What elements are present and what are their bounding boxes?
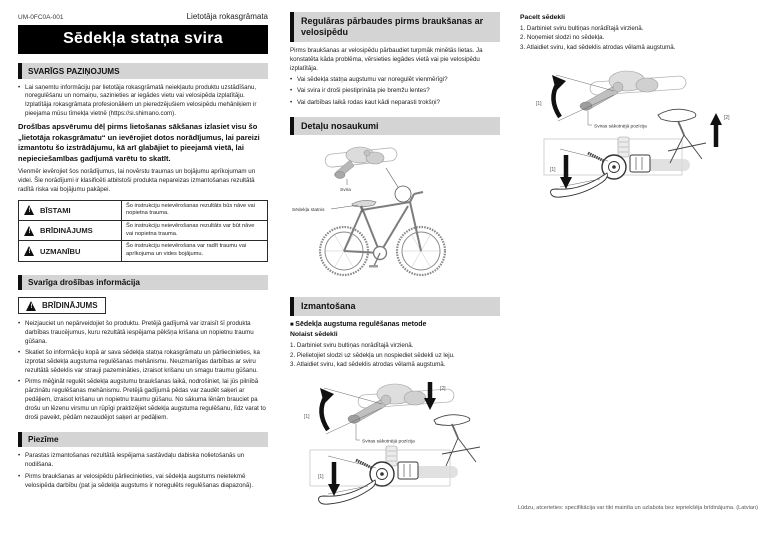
document-header: UM-0FC0A-001 Lietotāja rokasgrāmata	[18, 12, 268, 21]
lower-seat-diagram: [1] Sviras sākotnējā pozīcija	[304, 382, 481, 505]
safety-bullet: Skatiet šo informāciju kopā ar sava sēde…	[18, 349, 268, 376]
table-row: UZMANĪBU Šo instrukciju neievērošana var…	[19, 241, 267, 261]
arrow-down-icon	[328, 462, 340, 497]
raise-seat-diagram: [1] Sviras sākotnējā pozīcija	[536, 70, 730, 198]
severity-label: UZMANĪBU	[40, 246, 81, 256]
page-title: Sēdekļa statņa svira	[18, 25, 268, 54]
lever-inset-illustration	[324, 147, 398, 180]
warning-icon	[24, 246, 35, 257]
safety-bullet: Pirms mēģināt regulēt sēdekļa augstumu b…	[18, 378, 268, 423]
usage-step: 2. Pielietojiet slodzi uz sēdekļa un nos…	[290, 351, 455, 359]
severity-table: BĪSTAMI Šo instrukciju neievērošanas rez…	[18, 199, 268, 262]
marker-2: [2]	[440, 386, 446, 392]
lever-illustration-bottom	[318, 445, 458, 505]
document-type: Lietotāja rokasgrāmata	[186, 12, 268, 21]
arrow-up-icon	[710, 112, 722, 147]
initial-position-label: Sviras sākotnējā pozīcija	[594, 123, 647, 129]
severity-description: Šo instrukciju neievērošanas rezultāts b…	[126, 202, 255, 217]
bike-diagram: Svira	[292, 147, 447, 277]
raise-step: 1. Darbiniet sviru bultiņas norādītajā v…	[520, 25, 644, 32]
usage-step: 1. Darbiniet sviru bultiņas norādītajā v…	[290, 342, 414, 350]
arrow-up-icon	[551, 74, 566, 119]
marker-2: [2]	[724, 115, 730, 121]
table-row: BĪSTAMI Šo instrukciju neievērošanas rez…	[19, 200, 267, 222]
table-row: BRĪDINĀJUMS Šo instrukciju neievērošanas…	[19, 221, 267, 242]
warning-label-box: BRĪDINĀJUMS	[18, 297, 106, 314]
lever-illustration-bottom	[550, 136, 690, 198]
check-bullet: Vai svira ir droši piestiprināta pie bre…	[290, 87, 500, 96]
note-bullet: Pirms braukšanas ar velosipēdu pārliecin…	[18, 473, 268, 491]
marker-1: [1]	[318, 474, 324, 480]
severity-label: BĪSTAMI	[40, 205, 71, 215]
severity-label: BRĪDINĀJUMS	[40, 226, 93, 236]
left-column: UM-0FC0A-001 Lietotāja rokasgrāmata Sēde…	[18, 12, 268, 493]
section-heading-important-notice: SVARĪGS PAZIŅOJUMS	[18, 63, 268, 79]
bicycle-illustration	[318, 191, 447, 277]
initial-position-label: Sviras sākotnējā pozīcija	[362, 439, 415, 445]
usage-method-heading: Sēdekļa augstuma regulēšanas metode	[290, 321, 500, 328]
checks-intro: Pirms braukšanas ar velosipēdu pārbaudie…	[290, 47, 483, 72]
saddle-illustration	[433, 414, 481, 467]
arrow-down-icon	[560, 154, 572, 189]
warning-icon	[24, 205, 35, 216]
raise-step: 3. Atlaidiet sviru, kad sēdeklis atrodas…	[520, 43, 676, 51]
check-bullet: Vai sēdekļa statņa augstumu var noregulē…	[290, 76, 500, 85]
notice-paragraph: Vienmēr ievērojiet šos norādījumus, lai …	[18, 167, 256, 193]
seatpost-label: Sēdekļa statnis	[292, 207, 325, 213]
right-column: Pacelt sēdekli 1. Darbiniet sviru bultiņ…	[520, 12, 762, 229]
lower-seat-heading: Nolaist sēdekli	[290, 331, 338, 339]
severity-description: Šo instrukciju neievērošanas rezultāts v…	[126, 223, 255, 237]
severity-cell-warning: BRĪDINĀJUMS	[19, 221, 122, 241]
middle-column: Regulāras pārbaudes pirms braukšanas ar …	[290, 12, 500, 506]
check-bullet: Vai darbības laikā rodas kaut kādi nepar…	[290, 99, 500, 108]
arrow-down-icon	[424, 382, 436, 411]
usage-step: 3. Atlaidiet sviru, kad sēdeklis atrodas…	[290, 360, 446, 368]
section-heading-note: Piezīme	[18, 431, 268, 448]
notice-bullet: Lai saņemtu informāciju par lietotāja ro…	[18, 84, 268, 120]
section-heading-usage: Izmantošana	[290, 297, 500, 317]
severity-cell-danger: BĪSTAMI	[19, 200, 122, 221]
notice-bold-paragraph: Drošības apsvērumu dēļ pirms lietošanas …	[18, 122, 260, 164]
marker-1: [1]	[536, 101, 542, 107]
marker-1: [1]	[550, 167, 556, 173]
section-heading-pre-ride-checks: Regulāras pārbaudes pirms braukšanas ar …	[290, 12, 500, 42]
raise-seat-heading: Pacelt sēdekli	[520, 14, 565, 21]
warning-label: BRĪDINĀJUMS	[42, 301, 98, 311]
footer-disclaimer: Lūdzu, atcerieties: specifikācija var ti…	[517, 505, 758, 511]
magnifier-circle	[394, 186, 412, 203]
saddle-illustration	[657, 108, 707, 164]
section-heading-safety-info: Svarīga drošības informācija	[18, 274, 268, 291]
severity-description: Šo instrukciju neievērošana var radīt tr…	[126, 243, 247, 258]
lever-label: Svira	[340, 187, 351, 193]
warning-icon	[24, 225, 35, 236]
arrow-up-icon	[319, 388, 334, 432]
document-code: UM-0FC0A-001	[18, 14, 64, 21]
severity-cell-caution: UZMANĪBU	[19, 241, 122, 261]
warning-icon	[26, 300, 37, 311]
safety-bullet: Neizjauciet un nepārveidojiet šo produkt…	[18, 320, 268, 347]
lever-illustration-top	[579, 70, 687, 111]
section-heading-part-names: Detaļu nosaukumi	[290, 116, 500, 136]
note-bullet: Parastas izmantošanas rezultātā iespējam…	[18, 452, 268, 470]
raise-step: 2. Noņemiet slodzi no sēdekļa.	[520, 34, 605, 42]
marker-1: [1]	[304, 414, 310, 420]
